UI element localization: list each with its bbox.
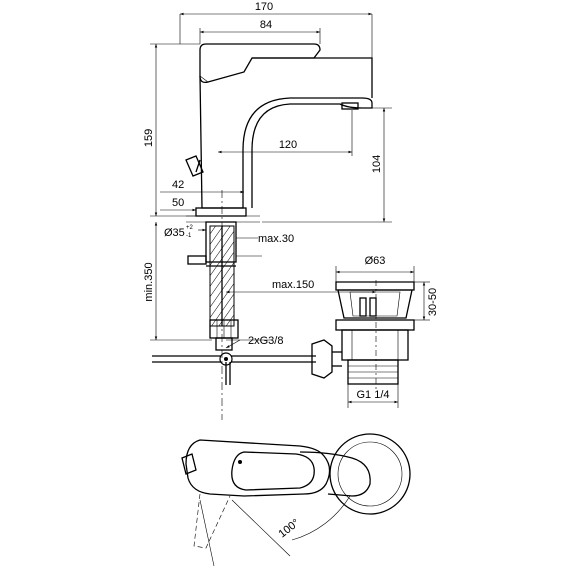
dim-total-height: 159: [143, 129, 155, 147]
dim-max-150: max.150: [272, 279, 314, 291]
dim-hole-tol-plus: +2: [186, 225, 194, 231]
dim-waste-range: 30-50: [427, 288, 439, 316]
faucet-side-view: [152, 43, 373, 420]
dim-min-350: min.350: [143, 262, 155, 301]
faucet-top-view: [181, 433, 411, 567]
dim-overall-width: 170: [255, 1, 273, 13]
dimension-labels: 170 84 120 42 50 159 104 Ø35 +2 -1 max.3…: [143, 1, 439, 540]
dim-max-30: max.30: [258, 233, 294, 245]
dim-spout-reach: 120: [279, 139, 297, 151]
dim-connection: 2xG3/8: [248, 335, 283, 347]
dim-waste-thread: G1 1/4: [356, 389, 389, 401]
dim-base-width: 50: [172, 197, 184, 209]
dim-lever-offset: 42: [172, 179, 184, 191]
dim-swivel-angle: 100°: [276, 517, 301, 540]
dim-waste-diameter: Ø63: [365, 255, 386, 267]
dim-spout-height: 104: [371, 155, 383, 173]
waste-assembly: [311, 280, 415, 392]
dim-handle-width: 84: [260, 19, 272, 31]
dim-hole-tol-minus: -1: [186, 233, 192, 239]
dim-hole-diameter: Ø35: [164, 227, 185, 239]
dimension-lines: [150, 12, 430, 408]
